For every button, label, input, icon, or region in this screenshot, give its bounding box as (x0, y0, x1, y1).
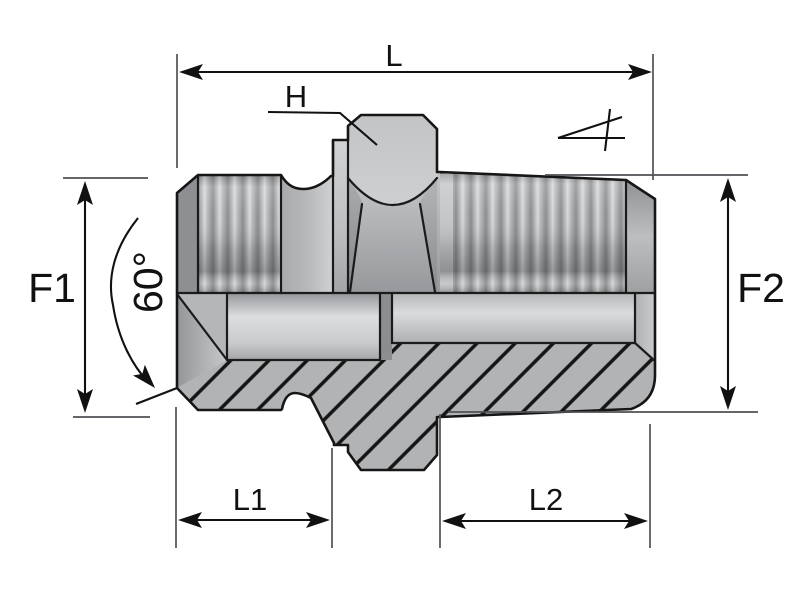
dimension-hex: H (267, 79, 378, 146)
label-cone-angle: 60° (125, 251, 171, 313)
hex-crown (348, 115, 437, 205)
right-bore-chamfer (635, 293, 655, 361)
dimension-overall-length: L (176, 38, 654, 180)
taper-symbol (557, 108, 625, 152)
hex-leader-line (267, 110, 378, 146)
dimension-f1: F1 (28, 177, 150, 418)
hatch-lines (178, 343, 655, 470)
label-overall-length: L (385, 38, 402, 73)
dimension-l1: L1 (175, 407, 333, 548)
dimension-l2: L2 (439, 414, 651, 548)
bore-shoulder (380, 293, 392, 360)
left-bore (227, 293, 380, 360)
left-end-chamfer (177, 175, 198, 293)
angle-60-annotation: 60° (109, 217, 178, 405)
section-hatch (178, 343, 655, 470)
body-outline (175, 113, 657, 472)
left-thread-shading (198, 175, 281, 293)
label-hex-size: H (285, 79, 307, 114)
fitting-body (175, 113, 657, 472)
dimension-f2: F2 (448, 174, 785, 413)
label-left-diameter: F1 (28, 265, 76, 311)
right-bore (392, 293, 635, 343)
label-right-length: L2 (529, 482, 563, 517)
label-right-diameter: F2 (737, 265, 785, 311)
right-thread-shading (440, 172, 626, 293)
label-left-length: L1 (233, 482, 267, 517)
hex-right-flat-shade (420, 178, 437, 292)
collar (333, 140, 348, 293)
thread-undercut-groove (281, 175, 333, 293)
right-end-chamfer (626, 180, 655, 293)
cone-seat-60deg (177, 294, 227, 388)
hex-left-flat-shade (348, 178, 362, 292)
